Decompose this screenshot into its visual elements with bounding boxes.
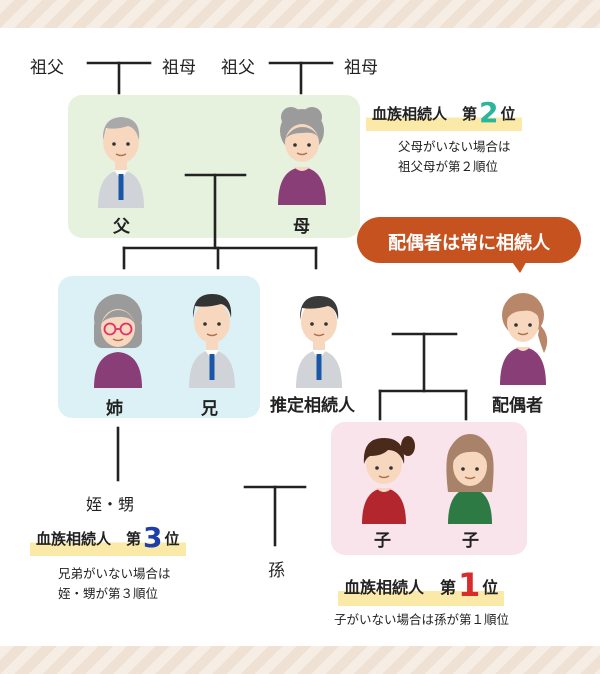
- elder-brother-label: 兄: [201, 399, 218, 419]
- child1-label: 子: [374, 531, 391, 551]
- rank2-note-line2: 祖父母が第２順位: [398, 159, 499, 174]
- decedent-label: 推定相続人: [270, 396, 355, 416]
- elder-sister-label: 姉: [106, 399, 123, 419]
- top-border-stripe: [0, 0, 600, 28]
- rank1-number: 1: [458, 566, 481, 604]
- grandchild-label: 孫: [268, 561, 285, 581]
- child2-figure: [446, 434, 494, 524]
- decedent-figure: [296, 296, 342, 388]
- bottom-border-stripe: [0, 646, 600, 674]
- rank3-number: 3: [143, 521, 163, 554]
- spouse-figure: [500, 293, 548, 385]
- spouse-speech-bubble: [357, 217, 581, 263]
- rank3-prefix: 血族相続人 第: [36, 530, 142, 548]
- children-group-box: [331, 422, 527, 555]
- nephew-niece-label: 姪・甥: [86, 495, 135, 514]
- child1-figure: [362, 436, 415, 524]
- rank2-number: 2: [479, 96, 499, 129]
- grandfather-label-left: 祖父: [30, 58, 64, 78]
- rank3-note-line1: 兄弟がいない場合は: [58, 566, 171, 581]
- spouse-label: 配偶者: [492, 396, 543, 416]
- rank1-note: 子がいない場合は孫が第１順位: [334, 612, 510, 627]
- rank1-prefix: 血族相続人 第: [344, 578, 457, 597]
- elder-sister-figure: [94, 294, 142, 388]
- mother-figure: [278, 107, 326, 205]
- rank1-suffix: 位: [482, 578, 499, 597]
- mother-label: 母: [293, 217, 310, 237]
- speech-bubble-tail: [510, 259, 528, 273]
- rank3-note-line2: 姪・甥が第３順位: [58, 586, 159, 601]
- child2-label: 子: [462, 531, 479, 551]
- spouse-bubble-text: 配偶者は常に相続人: [388, 233, 550, 254]
- father-label: 父: [113, 217, 130, 237]
- grandmother-label-right: 祖母: [344, 58, 378, 78]
- rank3-suffix: 位: [164, 530, 180, 548]
- rank2-suffix: 位: [500, 105, 516, 123]
- rank2-prefix: 血族相続人 第: [372, 105, 478, 123]
- rank2-note-line1: 父母がいない場合は: [398, 139, 511, 154]
- father-figure: [98, 117, 144, 208]
- elder-brother-figure: [189, 294, 235, 388]
- grandfather-label-right: 祖父: [221, 58, 255, 78]
- grandmother-label-left: 祖母: [162, 58, 196, 78]
